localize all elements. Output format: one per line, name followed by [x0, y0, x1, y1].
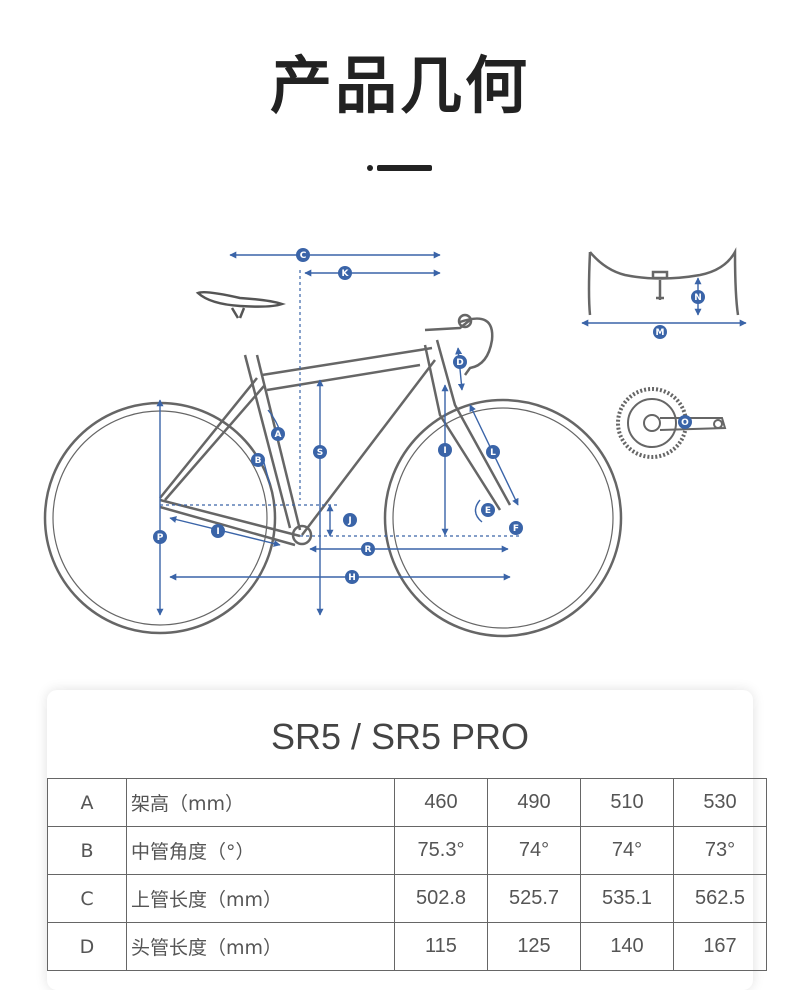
marker-N: M [653, 325, 667, 339]
row-value: 74° [487, 826, 581, 875]
row-label: 头管长度（mm） [126, 922, 395, 971]
row-key: D [47, 922, 127, 971]
row-value: 502.8 [394, 874, 488, 923]
row-value: 74° [580, 826, 674, 875]
marker-K: I [438, 443, 452, 457]
row-value: 125 [487, 922, 581, 971]
row-value: 115 [394, 922, 488, 971]
marker-F: F [509, 521, 523, 535]
svg-text:N: N [694, 293, 702, 303]
svg-text:F: F [513, 524, 519, 534]
dimension-arrows [156, 251, 519, 616]
svg-text:I: I [216, 527, 219, 537]
row-label: 中管角度（°） [126, 826, 395, 875]
row-value: 140 [580, 922, 674, 971]
svg-text:R: R [365, 545, 372, 555]
marker-B: B [251, 453, 265, 467]
marker-L: K [338, 266, 352, 280]
svg-text:E: E [485, 506, 491, 516]
row-label: 上管长度（mm） [126, 874, 395, 923]
row-value: 530 [673, 778, 767, 827]
svg-text:K: K [342, 269, 350, 279]
svg-text:C: C [300, 251, 307, 261]
svg-text:J: J [347, 516, 351, 526]
svg-text:S: S [317, 448, 323, 458]
row-value: 535.1 [580, 874, 674, 923]
marker-R: R [361, 542, 375, 556]
table-row: B 中管角度（°） 75.3° 74° 74° 73° [47, 826, 767, 875]
marker-Q: P [153, 530, 167, 544]
marker-M: L [486, 445, 500, 459]
row-value: 525.7 [487, 874, 581, 923]
row-label: 架高（mm） [126, 778, 395, 827]
page-title: 产品几何 [269, 49, 530, 122]
saddle [195, 290, 286, 319]
markers: C K D A B S I L E F J I P R H N M O [153, 248, 705, 584]
title-divider [367, 163, 437, 171]
marker-A: A [271, 427, 285, 441]
row-value: 490 [487, 778, 581, 827]
row-value: 460 [394, 778, 488, 827]
row-value: 75.3° [394, 826, 488, 875]
row-value: 73° [673, 826, 767, 875]
svg-text:M: M [656, 328, 665, 338]
marker-P: O [678, 415, 692, 429]
bike-geometry-diagram: C K D A B S I L E F J I P R H N M O [43, 247, 747, 638]
svg-text:A: A [275, 430, 282, 440]
crankset-detail [616, 387, 727, 459]
svg-text:P: P [157, 533, 164, 543]
marker-D: D [453, 355, 467, 369]
marker-H: H [345, 570, 359, 584]
svg-text:B: B [255, 456, 262, 466]
marker-I: I [211, 524, 225, 538]
handlebar-detail [587, 247, 740, 316]
table-row: C 上管长度（mm） 502.8 525.7 535.1 562.5 [47, 874, 767, 923]
row-key: B [47, 826, 127, 875]
geometry-table: A 架高（mm） 460 490 510 530 B 中管角度（°） 75.3°… [47, 778, 767, 971]
table-row: D 头管长度（mm） 115 125 140 167 [47, 922, 767, 971]
svg-text:H: H [348, 573, 356, 583]
marker-C: C [296, 248, 310, 262]
row-value: 167 [673, 922, 767, 971]
marker-J: J [343, 513, 357, 527]
row-value: 562.5 [673, 874, 767, 923]
marker-E: E [481, 503, 495, 517]
guide-lines [160, 270, 520, 537]
marker-S: S [313, 445, 327, 459]
row-value: 510 [580, 778, 674, 827]
svg-text:D: D [456, 358, 463, 368]
table-row: A 架高（mm） 460 490 510 530 [47, 778, 767, 827]
front-wheel [383, 398, 623, 638]
marker-O: N [691, 290, 705, 304]
row-key: C [47, 874, 127, 923]
row-key: A [47, 778, 127, 827]
model-name: SR5 / SR5 PRO [270, 716, 530, 757]
svg-text:I: I [443, 446, 446, 456]
svg-text:O: O [681, 418, 689, 428]
svg-text:L: L [490, 448, 496, 458]
